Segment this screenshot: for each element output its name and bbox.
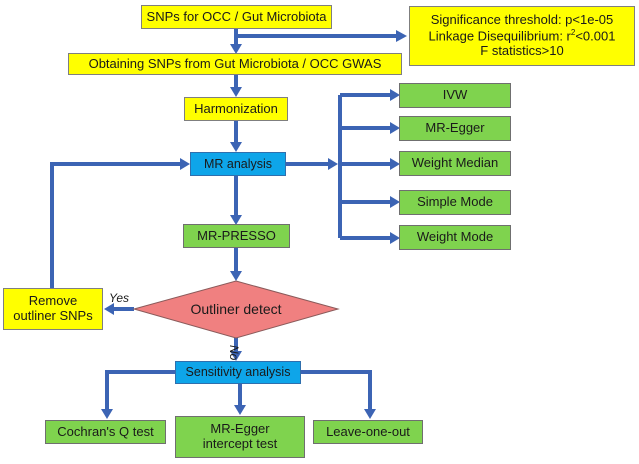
no-label: No bbox=[227, 345, 241, 361]
method-mr-egger-text: MR-Egger bbox=[425, 120, 485, 136]
criteria-ld: Linkage Disequilibrium: r2<0.001 bbox=[429, 28, 616, 44]
cochran-q-test-text: Cochran's Q test bbox=[57, 423, 154, 439]
leave-one-out-box: Leave-one-out bbox=[313, 420, 423, 444]
mr-presso-text: MR-PRESSO bbox=[197, 227, 276, 243]
criteria-ld-prefix: Linkage Disequilibrium: r bbox=[428, 28, 571, 44]
snps-source-box: SNPs for OCC / Gut Microbiota bbox=[141, 5, 332, 29]
criteria-ld-suffix: <0.001 bbox=[575, 28, 616, 44]
arrow-head bbox=[230, 87, 242, 97]
arrow-head bbox=[101, 409, 113, 419]
harmonization-text: Harmonization bbox=[194, 100, 278, 116]
arrow-head bbox=[364, 409, 376, 419]
criteria-significance: Significance threshold: p<1e-05 bbox=[430, 11, 614, 27]
arrow-head bbox=[328, 158, 338, 170]
arrow-head bbox=[230, 142, 242, 152]
sensitivity-analysis-text: Sensitivity analysis bbox=[185, 365, 291, 380]
arrow-head bbox=[180, 158, 190, 170]
arrow-to-cochran bbox=[105, 370, 175, 410]
arrow-head bbox=[390, 196, 400, 208]
arrow-head bbox=[230, 351, 242, 361]
remove-outliner-line2: outliner SNPs bbox=[13, 308, 93, 323]
method-ivw-box: IVW bbox=[399, 83, 511, 108]
egger-intercept-line1: MR-Egger bbox=[210, 421, 270, 437]
method-mr-egger-box: MR-Egger bbox=[399, 116, 511, 141]
mr-analysis-text: MR analysis bbox=[203, 156, 273, 171]
mr-analysis-box: MR analysis bbox=[190, 152, 286, 176]
egger-intercept-line2: intercept test bbox=[202, 436, 278, 451]
arrow-head bbox=[390, 158, 400, 170]
arrow-head bbox=[390, 232, 400, 244]
egger-intercept-test-box: MR-Egger intercept test bbox=[175, 416, 305, 458]
method-weight-mode-box: Weight Mode bbox=[399, 225, 511, 250]
arrow-head bbox=[390, 122, 400, 134]
method-ivw-text: IVW bbox=[442, 87, 468, 103]
outliner-detect-text: Outliner detect bbox=[190, 300, 282, 317]
method-simple-mode-box: Simple Mode bbox=[399, 190, 511, 215]
arrow-head bbox=[104, 303, 114, 315]
remove-outliner-line1: Remove bbox=[28, 293, 78, 309]
cochran-q-test-box: Cochran's Q test bbox=[45, 420, 166, 444]
yes-label: Yes bbox=[109, 291, 130, 305]
criteria-ld-superscript: 2 bbox=[570, 27, 576, 37]
arrow-to-leave-one-out bbox=[300, 370, 372, 410]
mr-presso-box: MR-PRESSO bbox=[183, 224, 290, 248]
arrow-head bbox=[230, 271, 242, 281]
remove-outliner-box: Remove outliner SNPs bbox=[3, 288, 103, 330]
harmonization-box: Harmonization bbox=[184, 97, 288, 121]
arrow-head bbox=[230, 215, 242, 225]
leave-one-out-text: Leave-one-out bbox=[326, 423, 410, 439]
outliner-detect-diamond bbox=[132, 280, 340, 339]
obtaining-snps-box: Obtaining SNPs from Gut Microbiota / OCC… bbox=[68, 53, 402, 75]
arrow-head bbox=[230, 44, 242, 54]
arrow-head bbox=[396, 30, 407, 42]
arrow-head bbox=[390, 89, 400, 101]
snps-source-text: SNPs for OCC / Gut Microbiota bbox=[146, 8, 327, 24]
method-weight-median-box: Weight Median bbox=[399, 151, 511, 176]
criteria-f-statistics: F statistics>10 bbox=[480, 43, 564, 59]
criteria-box: Significance threshold: p<1e-05 Linkage … bbox=[409, 6, 635, 66]
method-weight-median-text: Weight Median bbox=[411, 155, 499, 171]
obtaining-snps-text: Obtaining SNPs from Gut Microbiota / OCC… bbox=[88, 55, 382, 71]
outliner-detect-label: Outliner detect bbox=[170, 297, 302, 321]
method-weight-mode-text: Weight Mode bbox=[416, 229, 494, 245]
method-simple-mode-text: Simple Mode bbox=[417, 194, 493, 210]
arrow-remove-to-mr bbox=[50, 162, 180, 288]
arrow-head bbox=[234, 405, 246, 415]
sensitivity-analysis-box: Sensitivity analysis bbox=[175, 361, 301, 384]
